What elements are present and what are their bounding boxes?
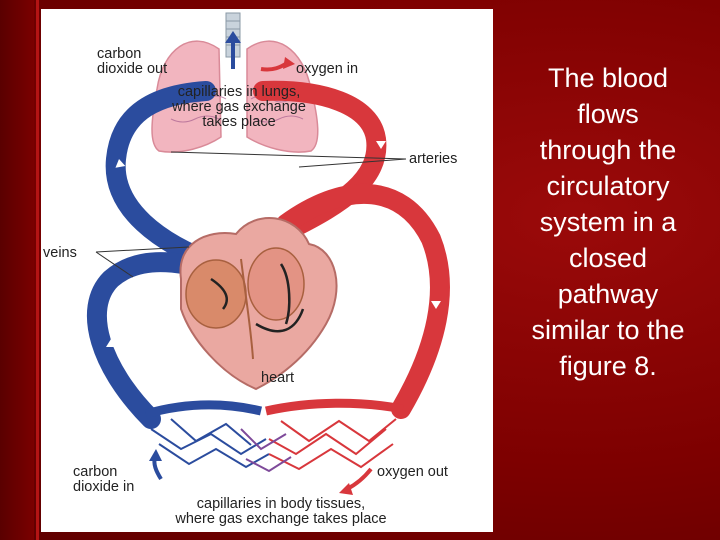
label-arteries: arteries	[409, 151, 458, 167]
slide-caption: The blood flows through the circulatory …	[531, 63, 685, 381]
circulation-figure: carbon dioxide out oxygen in capillaries…	[41, 9, 493, 532]
label-oxygen-in: oxygen in	[296, 61, 359, 77]
label-co2-in: carbon dioxide in	[73, 464, 135, 495]
label-co2-out: carbon dioxide out	[97, 46, 168, 77]
slide-left-bar	[0, 0, 34, 540]
co2-out-arrowhead	[225, 31, 241, 43]
oxygen-in-arrowhead	[283, 57, 295, 69]
co2-in-arrowhead	[149, 449, 162, 461]
heart	[179, 217, 338, 391]
body-capillaries	[144, 398, 404, 473]
label-heart: heart	[261, 370, 295, 386]
circulation-diagram	[87, 12, 450, 495]
oxygen-out-arrow	[346, 467, 373, 491]
flow-arrows	[106, 141, 441, 347]
vein-lower	[87, 252, 226, 429]
artery-lower	[276, 184, 450, 419]
label-oxygen-out: oxygen out	[377, 464, 448, 480]
slide-stripe	[36, 0, 39, 540]
label-veins: veins	[43, 245, 77, 261]
label-lung-capillaries: capillaries in lungs, where gas exchange…	[172, 84, 306, 130]
leader-lines	[95, 151, 407, 278]
label-body-capillaries: capillaries in body tissues, where gas e…	[175, 496, 387, 527]
oxygen-out-arrowhead	[339, 483, 353, 495]
vein-upper	[105, 81, 226, 274]
